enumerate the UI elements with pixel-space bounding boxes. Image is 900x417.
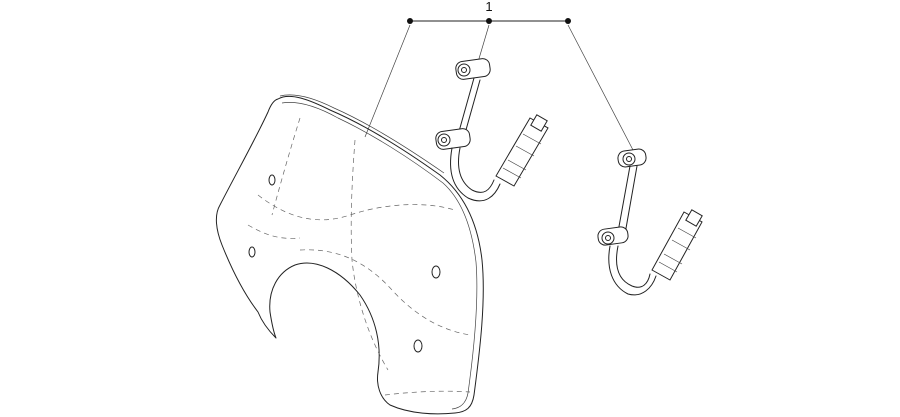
callout-dot-center (486, 18, 492, 24)
callout-dot-right (565, 18, 571, 24)
threaded-rod (495, 117, 549, 187)
leader-line-windshield (364, 24, 411, 138)
left-mounting-bracket (435, 58, 549, 202)
leader-line-right-bracket (567, 24, 634, 151)
windshield-screen (215, 94, 484, 415)
right-mounting-bracket (597, 148, 703, 296)
leader-line-left-bracket (477, 24, 490, 63)
callout-group: 1 (364, 0, 634, 151)
mounting-hole-lower (413, 339, 423, 353)
mounting-hole-right (431, 265, 441, 279)
mounting-hole-lower-left (248, 246, 256, 258)
mounting-hole-upper-left (268, 174, 276, 186)
callout-dot-left (407, 18, 413, 24)
callout-number: 1 (485, 0, 492, 14)
threaded-rod (651, 211, 703, 281)
